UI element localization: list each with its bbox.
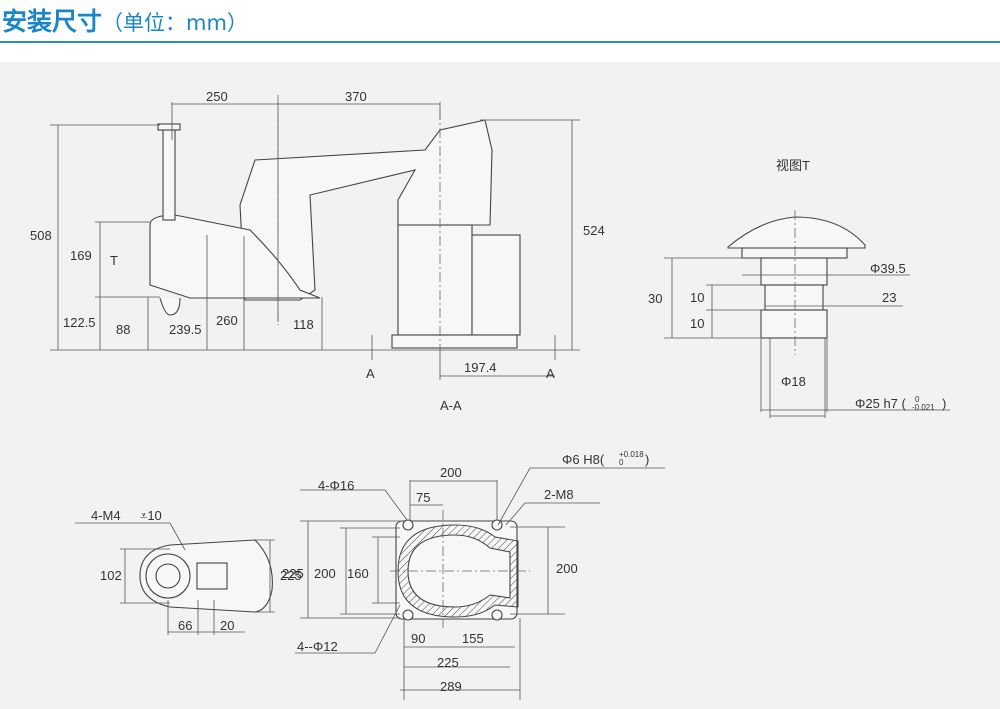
dim-225-bottom: 225 [437, 655, 459, 670]
dim-10-lower: 10 [690, 316, 704, 331]
dim-phi-39-5: Φ39.5 [870, 261, 906, 276]
tolerance-lower: -0.021 [912, 403, 935, 412]
dim-169: 169 [70, 248, 92, 263]
section-marker-right: A [546, 366, 555, 381]
dim-20: 20 [220, 618, 234, 633]
dim-phi-25-h7: Φ25 h7 ( [855, 396, 907, 411]
unit-label: （单位：mm） [102, 11, 248, 35]
dim-66: 66 [178, 618, 192, 633]
phi6-tolerance-lower: 0 [619, 458, 624, 467]
dim-23: 23 [882, 290, 896, 305]
dim-90: 90 [411, 631, 425, 646]
view-t-title: 视图T [776, 158, 810, 173]
dim-370: 370 [345, 89, 367, 104]
dim-160: 160 [347, 566, 369, 581]
label-phi-6-h8: Φ6 H8( [562, 452, 605, 467]
dim-118: 118 [293, 317, 314, 332]
robot-base [397, 224, 473, 336]
robot-shaft [162, 129, 176, 221]
dim-200-left: 200 [314, 566, 336, 581]
dim-30: 30 [648, 291, 662, 306]
dim-524: 524 [583, 223, 605, 238]
dim-phi-18: Φ18 [781, 374, 806, 389]
page-title: 安装尺寸（单位：mm） [2, 2, 248, 38]
dim-508: 508 [30, 228, 52, 243]
label-4-phi-12: 4--Φ12 [297, 639, 338, 654]
label-4-phi-16: 4-Φ16 [318, 478, 354, 493]
dim-75: 75 [416, 490, 430, 505]
tolerance-close: ) [942, 396, 946, 411]
dim-122-5: 122.5 [63, 315, 96, 330]
dim-260: 260 [216, 313, 238, 328]
title-text: 安装尺寸 [2, 7, 103, 36]
dim-289: 289 [440, 679, 462, 694]
dim-250: 250 [206, 89, 228, 104]
dim-197-4: 197.4 [464, 360, 497, 375]
section-marker-left: A [366, 366, 375, 381]
dim-102: 102 [100, 568, 122, 583]
dim-155: 155 [462, 631, 484, 646]
cable-box [471, 234, 521, 336]
view-t: 视图T Φ39.5 30 10 23 10 Φ18 Φ25 h7 ( 0 -0.… [648, 158, 950, 418]
dim-88: 88 [116, 322, 130, 337]
robot-inner-arm [149, 214, 321, 299]
section-label: A-A [440, 398, 462, 413]
title-divider [0, 41, 1000, 43]
top-view: 4-M4 ⩡10 102 225 66 20 [75, 508, 302, 635]
dim-200-right: 200 [556, 561, 578, 576]
label-2-m8: 2-M8 [544, 487, 574, 502]
dim-239-5: 239.5 [169, 322, 202, 337]
phi6-tolerance-upper: +0.018 [619, 450, 644, 459]
label-4-m4: 4-M4 [91, 508, 121, 523]
side-view: 250 370 508 524 169 T 122.5 88 239.5 260… [30, 89, 605, 413]
dim-225-left: 225 [282, 566, 304, 581]
base-view: 4-Φ16 200 75 Φ6 H8( +0.018 0 ) 2-M8 225 … [282, 450, 665, 700]
robot-outer-arm [239, 119, 493, 301]
phi6-close: ) [645, 452, 649, 467]
label-depth-10: ⩡10 [140, 508, 162, 523]
dim-10-upper: 10 [690, 290, 704, 305]
dim-225-top-view: 225 [280, 568, 302, 583]
view-marker-t: T [110, 253, 118, 268]
dim-200-top: 200 [440, 465, 462, 480]
tolerance-upper: 0 [915, 395, 920, 404]
